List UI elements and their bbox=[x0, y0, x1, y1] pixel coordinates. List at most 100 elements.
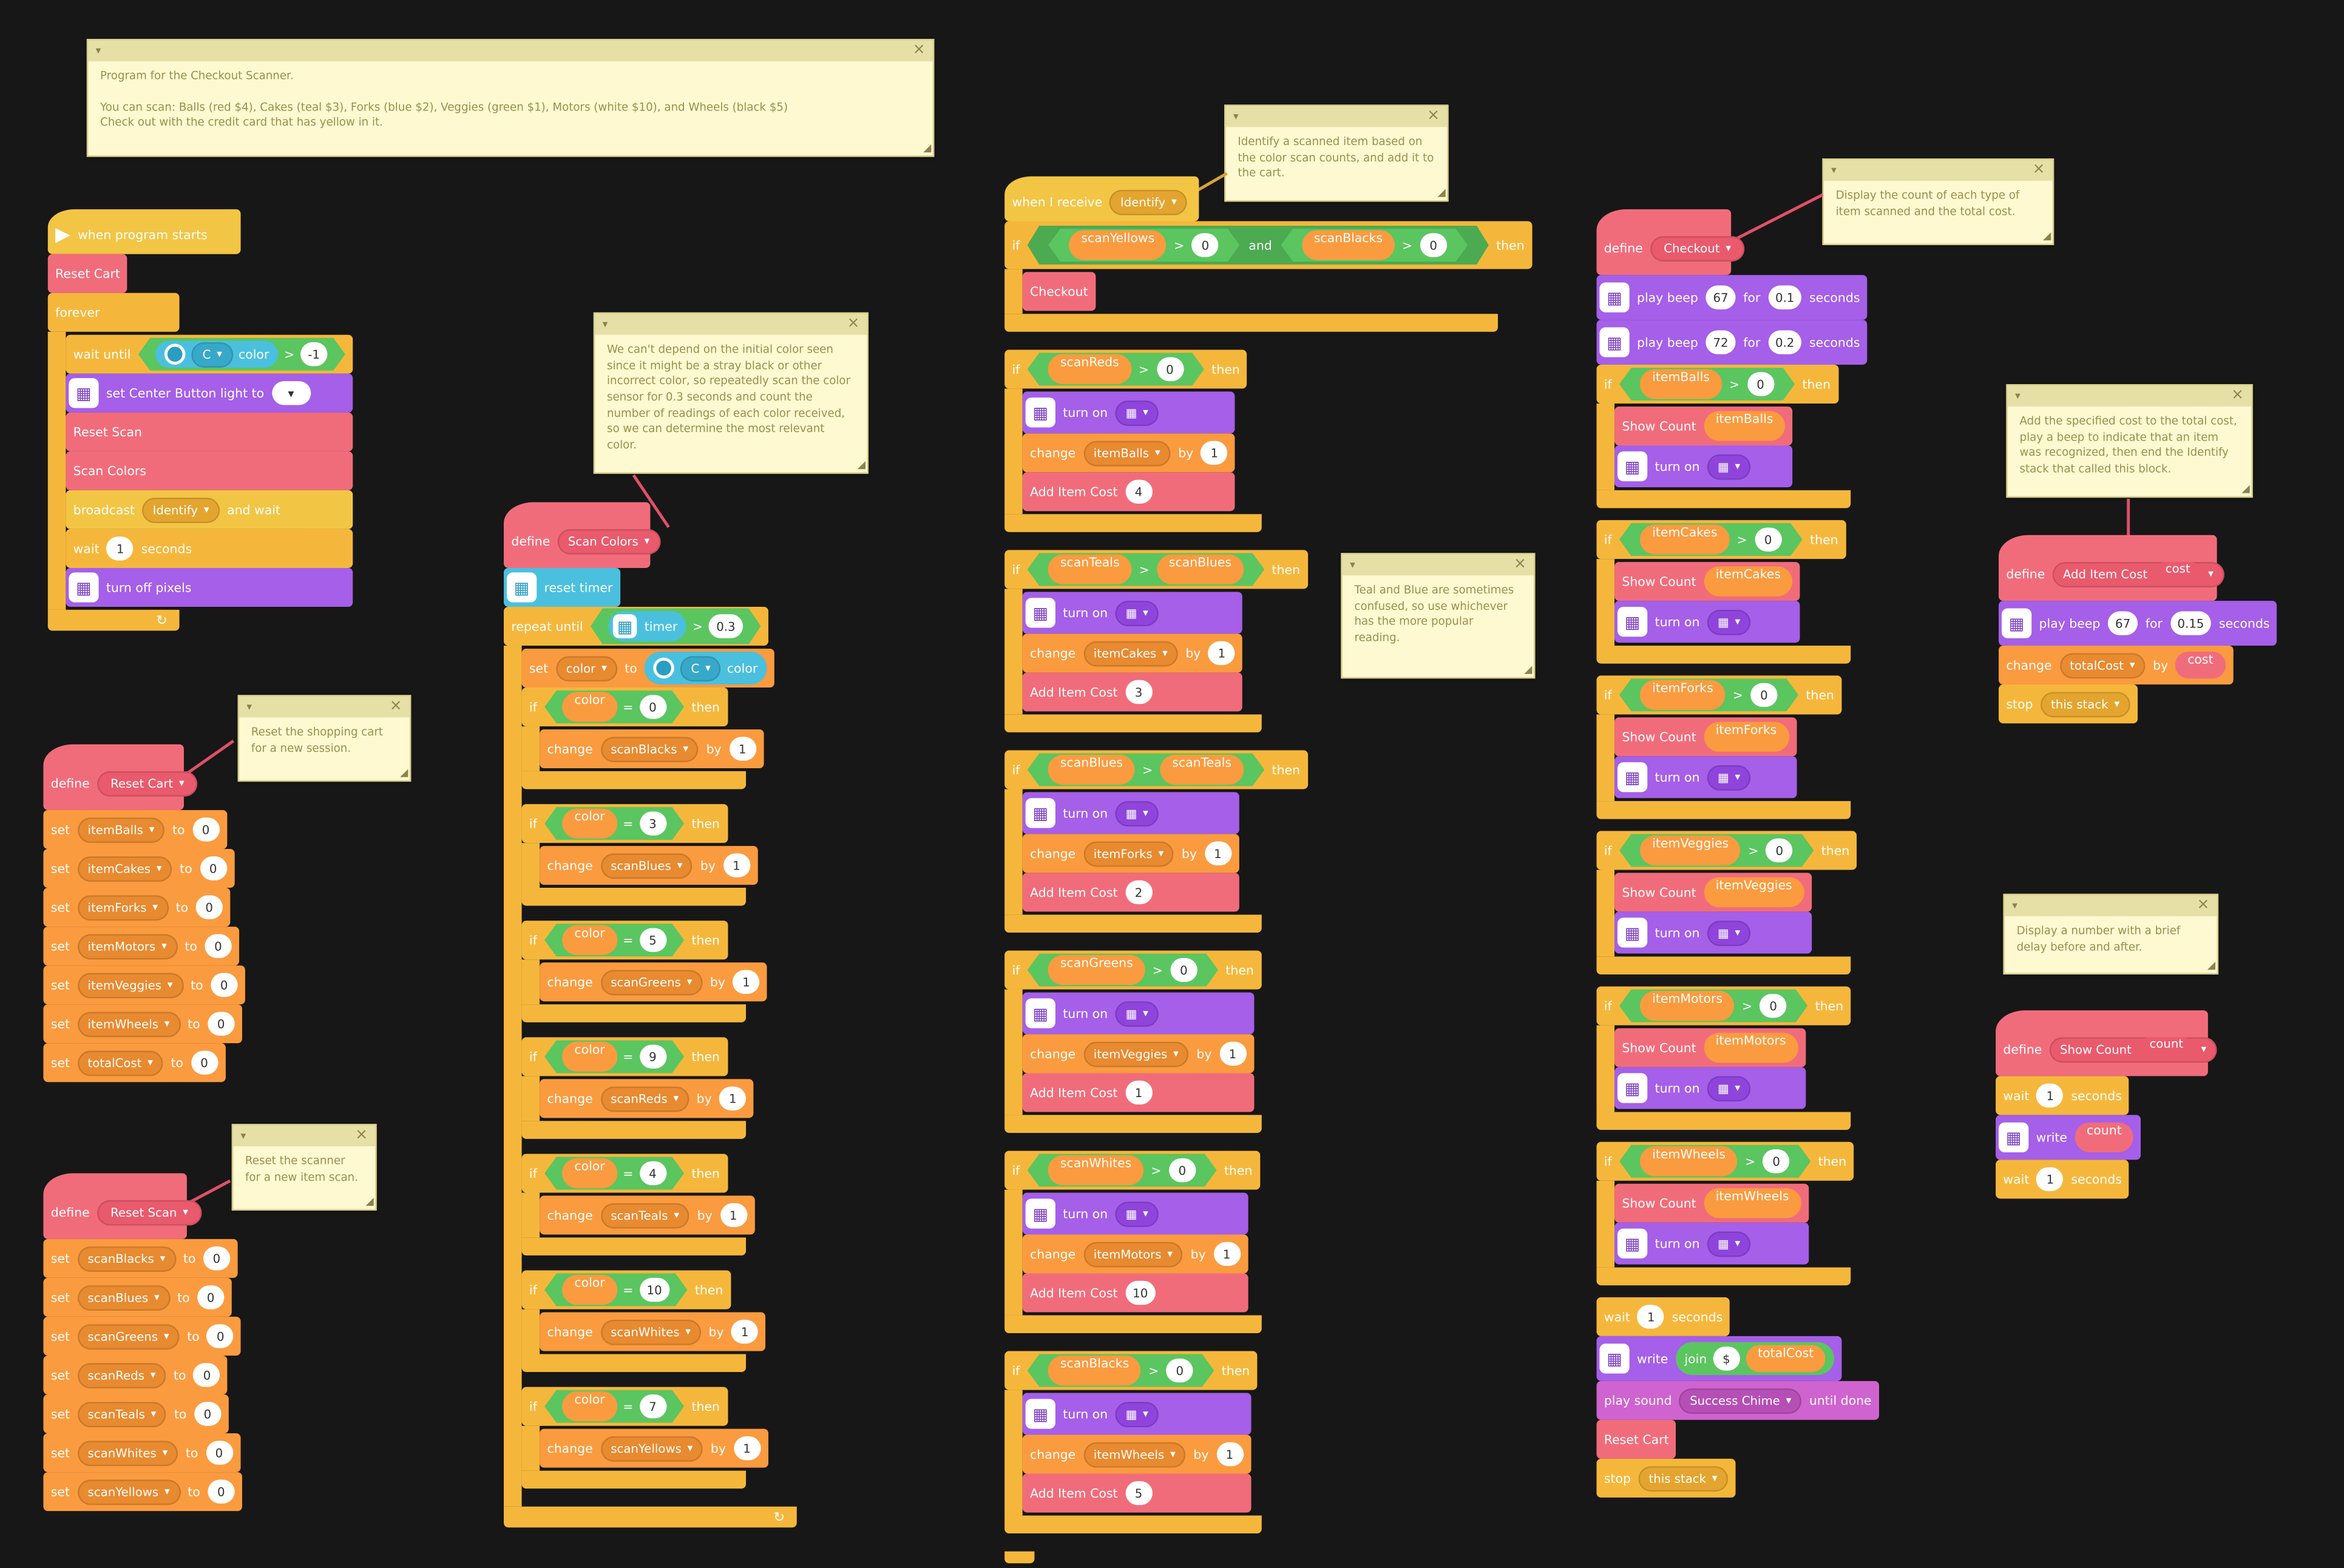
greater-than-operator[interactable]: scanYellows>0 bbox=[1048, 229, 1239, 262]
number-input[interactable]: 1 bbox=[731, 1319, 759, 1344]
variable-dropdown[interactable]: itemCakes bbox=[1083, 640, 1179, 666]
set-var-block[interactable]: setitemForksto0 bbox=[43, 888, 231, 927]
greater-than-operator[interactable]: ▦timer>0.3 bbox=[591, 608, 760, 644]
variable-dropdown[interactable]: itemMotors bbox=[1083, 1241, 1184, 1267]
close-icon[interactable]: × bbox=[1514, 556, 1526, 573]
resize-icon[interactable]: ◢ bbox=[2241, 482, 2250, 495]
turn-on-pixels-block[interactable]: ▦turn on▦ bbox=[1022, 391, 1236, 434]
change-var-block[interactable]: changescanTealsby1 bbox=[540, 1195, 754, 1235]
number-input[interactable]: 0 bbox=[1192, 233, 1219, 257]
change-var-block[interactable]: changescanYellowsby1 bbox=[540, 1428, 768, 1468]
variable-dropdown[interactable]: itemForks bbox=[77, 894, 169, 920]
set-var-block[interactable]: setitemVeggiesto0 bbox=[43, 965, 245, 1005]
number-input[interactable]: 72 bbox=[1705, 330, 1736, 354]
number-input[interactable]: 1 bbox=[733, 970, 760, 994]
change-var-block[interactable]: changeitemMotorsby1 bbox=[1022, 1234, 1248, 1274]
variable-dropdown[interactable]: totalCost bbox=[77, 1050, 164, 1076]
sensor-color-reporter[interactable]: Ccolor bbox=[645, 651, 767, 685]
variable-reporter[interactable]: itemWheels bbox=[1640, 1146, 1737, 1176]
param-cost[interactable]: cost bbox=[2153, 562, 2203, 586]
variable-dropdown[interactable]: scanWhites bbox=[77, 1440, 178, 1465]
number-input[interactable]: 67 bbox=[1705, 285, 1736, 309]
variable-reporter[interactable]: itemVeggies bbox=[1640, 836, 1740, 865]
greater-than-operator[interactable]: scanBlacks>0 bbox=[1028, 1354, 1214, 1387]
number-input[interactable]: 1 bbox=[728, 737, 756, 761]
variable-reporter[interactable]: itemMotors bbox=[1640, 991, 1734, 1021]
collapse-icon[interactable]: ▾ bbox=[602, 318, 608, 331]
variable-dropdown[interactable]: scanBlues bbox=[600, 853, 693, 879]
change-total-cost-block[interactable]: changetotalCostbycost bbox=[1999, 646, 2233, 685]
greater-than-operator[interactable]: scanTeals>scanBlues bbox=[1028, 553, 1265, 586]
sound-dropdown[interactable]: Success Chime bbox=[1679, 1387, 1802, 1413]
variable-reporter[interactable]: itemCakes bbox=[1640, 525, 1729, 555]
variable-reporter[interactable]: scanBlues bbox=[1048, 755, 1135, 785]
turn-on-pixels-block[interactable]: ▦turn on▦ bbox=[1022, 1393, 1251, 1435]
variable-reporter[interactable]: totalCost bbox=[1746, 1345, 1826, 1373]
variable-reporter[interactable]: color bbox=[563, 1042, 617, 1072]
number-input[interactable]: 0.2 bbox=[1767, 330, 1802, 354]
change-var-block[interactable]: changescanBlacksby1 bbox=[540, 729, 764, 768]
variable-reporter[interactable]: itemForks bbox=[1640, 680, 1725, 710]
text-input[interactable]: $ bbox=[1713, 1347, 1740, 1371]
variable-reporter[interactable]: color bbox=[563, 1158, 617, 1188]
stop-option-dropdown[interactable]: this stack bbox=[1638, 1465, 1728, 1491]
greater-than-operator[interactable]: itemBalls>0 bbox=[1619, 368, 1795, 400]
number-input[interactable]: 10 bbox=[639, 1278, 669, 1302]
variable-dropdown[interactable]: scanYellows bbox=[77, 1479, 180, 1505]
change-var-block[interactable]: changescanBluesby1 bbox=[540, 846, 757, 885]
turn-on-pixels-block[interactable]: ▦turn on▦ bbox=[1022, 592, 1243, 634]
number-input[interactable]: 0 bbox=[203, 1246, 231, 1271]
pixel-image-dropdown[interactable]: ▦ bbox=[1115, 1000, 1159, 1026]
comment-identify[interactable]: ▾× Identify a scanned item based on the … bbox=[1224, 104, 1449, 202]
timer-reporter[interactable]: ▦timer bbox=[609, 611, 686, 641]
set-var-block[interactable]: setscanBluesto0 bbox=[43, 1277, 232, 1317]
equals-operator[interactable]: color=5 bbox=[544, 924, 684, 956]
number-input[interactable]: 5 bbox=[1125, 1481, 1153, 1505]
turn-on-pixels-block[interactable]: ▦turn on▦ bbox=[1022, 1192, 1248, 1235]
number-input[interactable]: 7 bbox=[639, 1394, 666, 1418]
reset-scan-call[interactable]: Reset Scan bbox=[66, 412, 353, 451]
variable-reporter[interactable]: itemMotors bbox=[1704, 1032, 1798, 1063]
number-input[interactable]: -1 bbox=[300, 342, 327, 366]
variable-dropdown[interactable]: scanYellows bbox=[600, 1435, 703, 1461]
variable-reporter[interactable]: itemCakes bbox=[1704, 566, 1793, 596]
variable-reporter[interactable]: scanWhites bbox=[1048, 1155, 1143, 1185]
collapse-icon[interactable]: ▾ bbox=[1831, 164, 1837, 177]
greater-than-operator[interactable]: scanBlues>scanTeals bbox=[1028, 753, 1265, 786]
close-icon[interactable]: × bbox=[912, 41, 926, 59]
comment-header[interactable]: ▾× Program for the Checkout Scanner.You … bbox=[86, 39, 935, 157]
number-input[interactable]: 1 bbox=[1201, 441, 1228, 465]
change-var-block[interactable]: changeitemWheelsby1 bbox=[1022, 1435, 1251, 1474]
collapse-icon[interactable]: ▾ bbox=[95, 44, 101, 57]
collapse-icon[interactable]: ▾ bbox=[1350, 559, 1355, 571]
reset-cart-call[interactable]: Reset Cart bbox=[47, 254, 128, 293]
turn-on-pixels-block[interactable]: ▦turn on▦ bbox=[1614, 756, 1797, 799]
set-var-block[interactable]: setitemCakesto0 bbox=[43, 848, 234, 888]
number-input[interactable]: 0 bbox=[197, 1285, 225, 1309]
change-var-block[interactable]: changeitemCakesby1 bbox=[1022, 634, 1243, 673]
greater-than-operator[interactable]: scanBlacks>0 bbox=[1281, 229, 1468, 262]
number-input[interactable]: 0 bbox=[194, 1402, 222, 1426]
number-input[interactable]: 0 bbox=[1755, 527, 1781, 551]
variable-reporter[interactable]: scanBlues bbox=[1157, 555, 1244, 584]
